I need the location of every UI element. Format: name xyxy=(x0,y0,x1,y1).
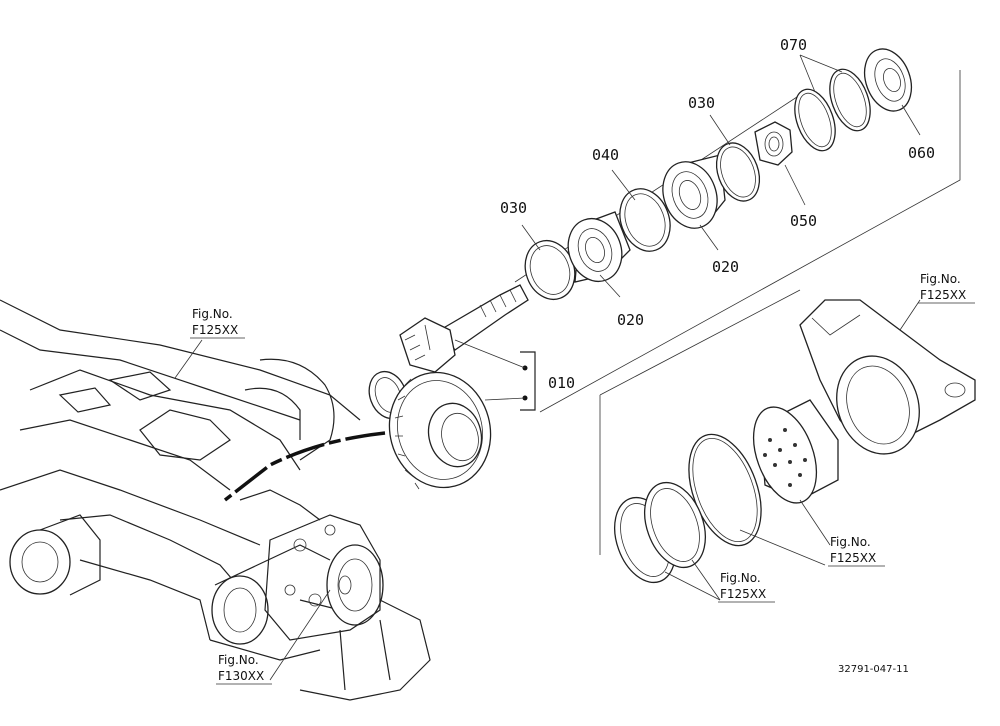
callout-030-right: 030 xyxy=(688,94,715,112)
fig-ref-label-differential: Fig.No. xyxy=(218,653,259,667)
callout-060: 060 xyxy=(908,144,935,162)
frame-line-upper xyxy=(539,70,961,413)
fig-ref-number-differential: F130XX xyxy=(218,669,264,683)
snap-ring-070 xyxy=(794,68,871,152)
shims xyxy=(614,481,706,584)
bearing-020-right xyxy=(662,154,726,229)
large-ring xyxy=(688,433,762,547)
drawing-number: 32791-047-11 xyxy=(838,664,909,675)
callout-010: 010 xyxy=(548,374,575,392)
bearing-020-left xyxy=(567,211,631,283)
fig-ref-number-bushing: F125XX xyxy=(830,551,876,565)
callout-bracket-010 xyxy=(454,339,536,411)
callout-050: 050 xyxy=(790,212,817,230)
fig-ref-label-shims: Fig.No. xyxy=(720,571,761,585)
differential-assembly xyxy=(239,489,384,641)
callout-020-right: 020 xyxy=(712,258,739,276)
ring-030-right xyxy=(715,142,761,202)
nut-050 xyxy=(754,121,793,166)
fig-ref-number-housing: F125XX xyxy=(192,323,238,337)
leader-lines xyxy=(174,54,921,681)
bracket-housing xyxy=(799,299,976,455)
pinion-shaft xyxy=(399,94,801,373)
fig-ref-label-bracket: Fig.No. xyxy=(920,272,961,286)
seal-060 xyxy=(863,48,913,112)
bushing xyxy=(752,399,839,504)
frame-line-lower xyxy=(599,289,801,555)
fig-ref-number-bracket: F125XX xyxy=(920,288,966,302)
fig-ref-number-shims: F125XX xyxy=(720,587,766,601)
axle-housing xyxy=(0,299,431,701)
callout-070: 070 xyxy=(780,36,807,54)
ring-040 xyxy=(619,188,671,252)
connection-curve xyxy=(223,431,386,502)
callout-030-left: 030 xyxy=(500,199,527,217)
fig-ref-label-housing: Fig.No. xyxy=(192,307,233,321)
callout-020-left: 020 xyxy=(617,311,644,329)
ring-gear xyxy=(388,371,492,490)
fig-ref-label-bushing: Fig.No. xyxy=(830,535,871,549)
callout-040: 040 xyxy=(592,146,619,164)
